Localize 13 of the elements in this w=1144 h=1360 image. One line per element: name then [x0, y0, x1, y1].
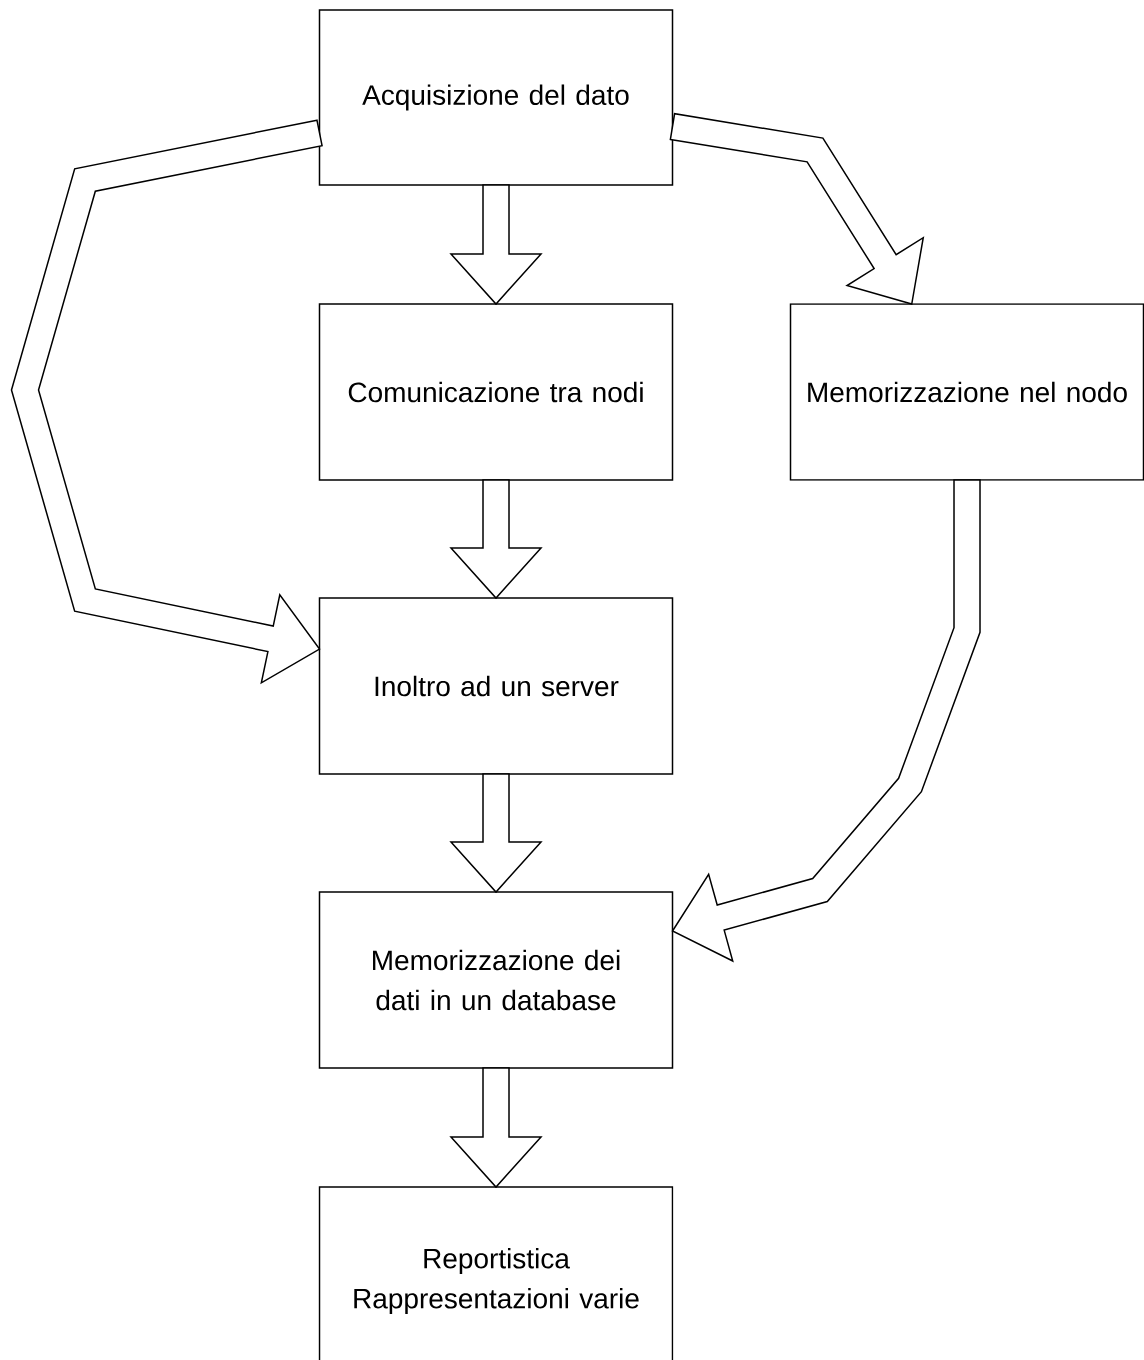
block-arrow: [449, 773, 543, 894]
block-arrow: [10, 119, 323, 685]
process-box: Inoltro ad un server: [318, 597, 674, 775]
block-arrow: [671, 479, 981, 963]
process-box: Memorizzazione nel nodo: [789, 303, 1144, 481]
process-box: Memorizzazione dei dati in un database: [318, 891, 674, 1069]
process-box: Comunicazione tra nodi: [318, 303, 674, 481]
block-arrow: [449, 184, 543, 306]
block-arrow: [449, 1067, 543, 1189]
process-box: Acquisizione del dato: [318, 9, 674, 186]
process-box: Reportistica Rappresentazioni varie: [318, 1186, 674, 1360]
block-arrow: [669, 112, 925, 305]
block-arrow: [449, 479, 543, 600]
